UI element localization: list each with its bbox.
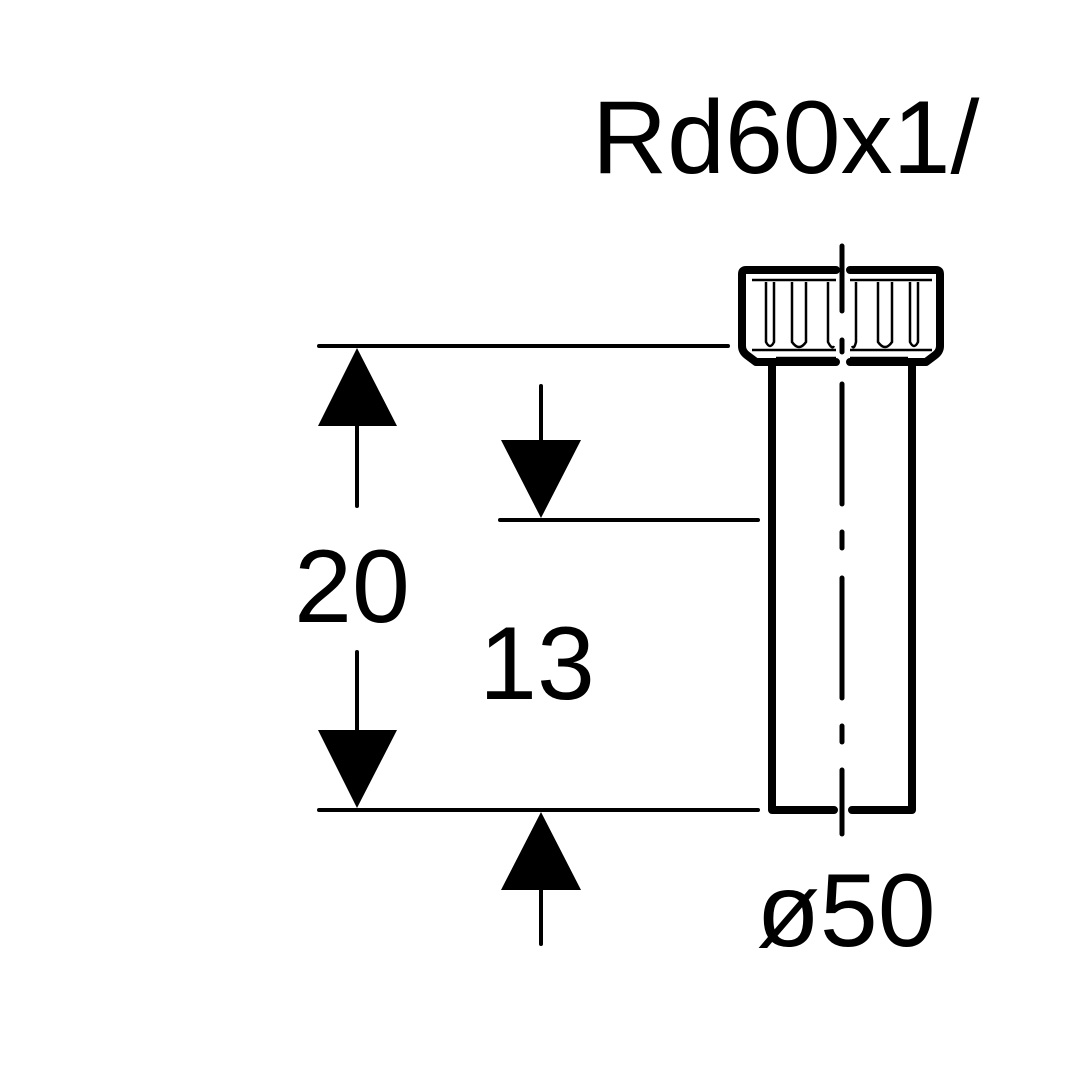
nut-groove	[826, 282, 836, 349]
threaded-nut	[738, 266, 944, 366]
pipe-body	[768, 356, 916, 814]
thread-label: Rd60x1/	[592, 80, 979, 196]
dimension-insertion-depth: 13	[479, 384, 595, 946]
nut-left-outline	[738, 266, 840, 366]
nut-groove	[850, 282, 858, 349]
arrow-up-icon	[501, 812, 581, 890]
pipe-right-wall	[848, 358, 916, 814]
nut-groove	[790, 282, 808, 349]
arrow-down-icon	[318, 730, 397, 808]
dimension-overall-height: 20	[294, 348, 410, 808]
arrow-up-icon	[318, 348, 397, 426]
pipe-left-wall	[768, 358, 838, 814]
arrow-down-icon	[501, 440, 581, 518]
insertion-depth-label: 13	[479, 606, 595, 722]
nut-groove	[876, 282, 894, 349]
nut-groove	[908, 282, 920, 348]
overall-height-label: 20	[294, 529, 410, 645]
pipe-diameter-label: ø50	[756, 853, 935, 969]
nut-groove	[764, 282, 776, 348]
nut-right-outline	[846, 266, 944, 366]
